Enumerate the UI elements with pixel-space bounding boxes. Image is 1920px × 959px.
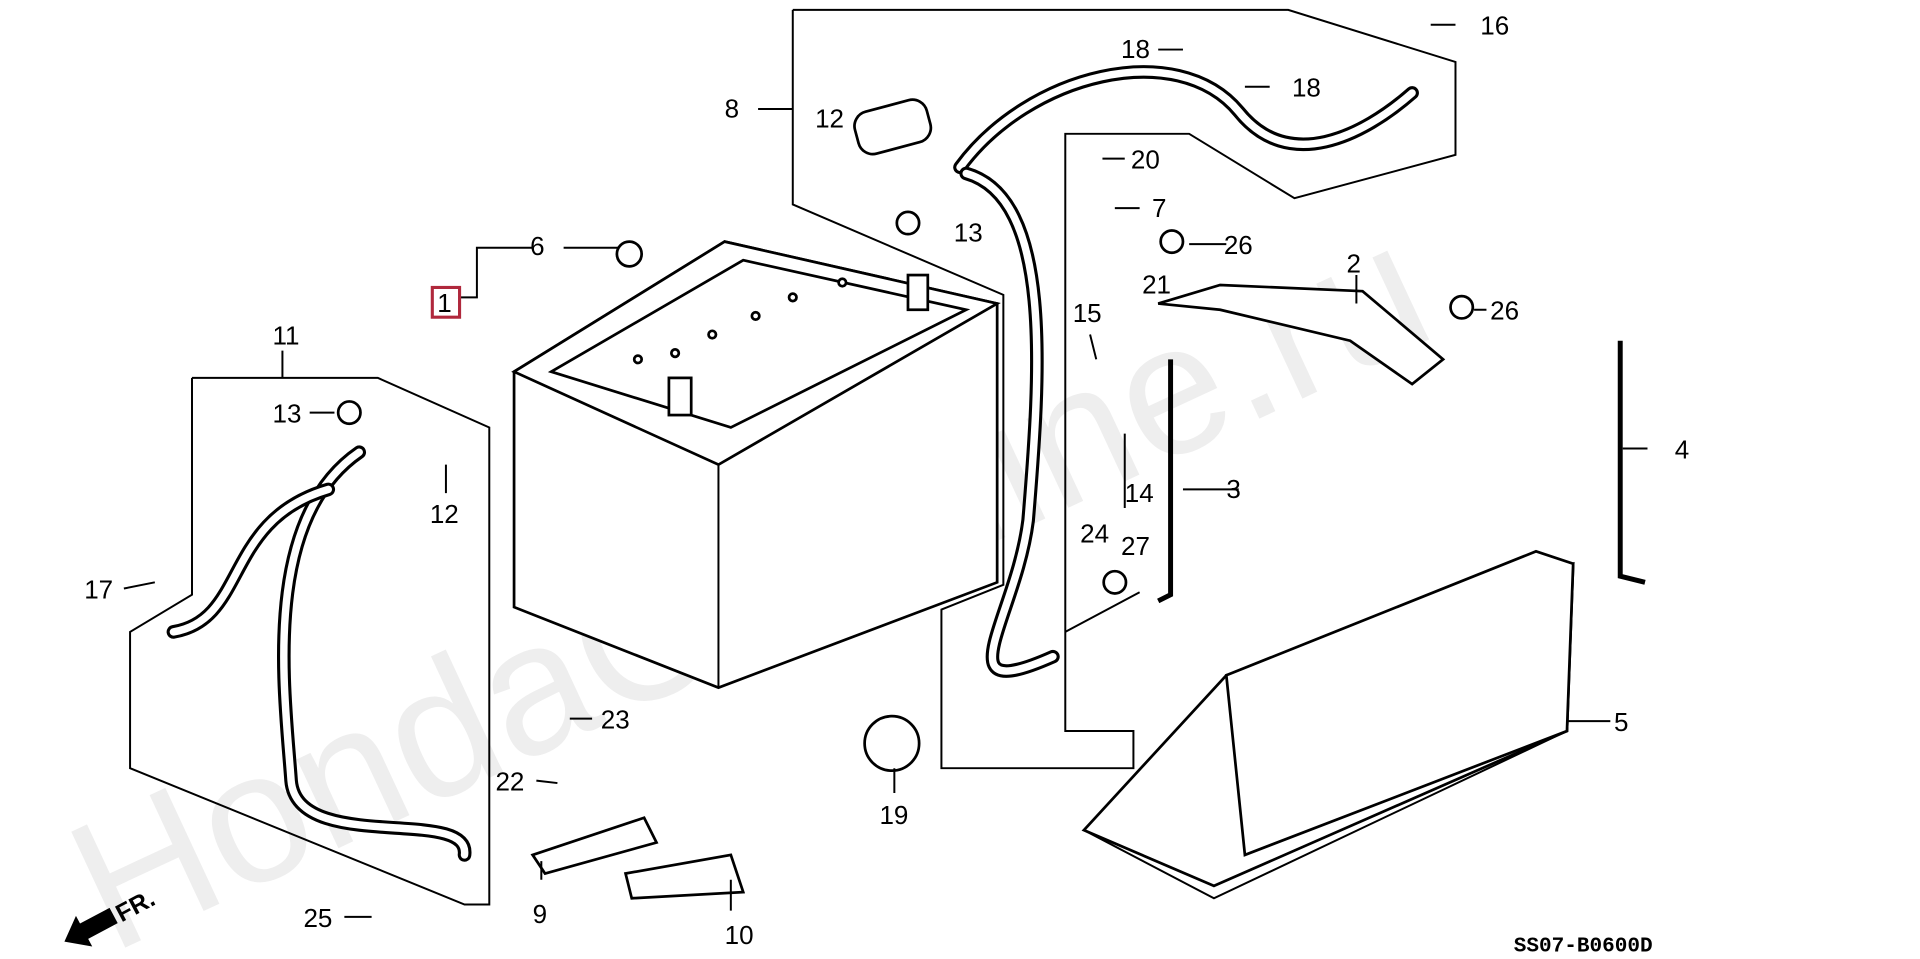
callout-18-right[interactable]: 18 bbox=[1292, 73, 1321, 103]
highlighted-part-1-box bbox=[430, 285, 462, 319]
group-outline-11 bbox=[129, 376, 491, 906]
clamp-10 bbox=[623, 853, 746, 900]
callout-15[interactable]: 15 bbox=[1073, 298, 1102, 328]
callout-16[interactable]: 16 bbox=[1480, 11, 1509, 41]
callout-11[interactable]: 11 bbox=[273, 320, 300, 350]
callout-8[interactable]: 8 bbox=[725, 94, 739, 124]
battery bbox=[511, 240, 1001, 690]
callout-12-left[interactable]: 12 bbox=[430, 499, 459, 529]
front-arrow-icon bbox=[64, 907, 118, 947]
callout-21[interactable]: 21 bbox=[1142, 270, 1171, 300]
nut-26a bbox=[1159, 229, 1185, 255]
callout-6[interactable]: 6 bbox=[530, 231, 544, 261]
diagram-code: SS07-B0600D bbox=[1514, 935, 1653, 959]
hold-down-bracket bbox=[1157, 283, 1446, 386]
callout-26-top[interactable]: 26 bbox=[1224, 230, 1253, 260]
cable-positive bbox=[953, 65, 1419, 175]
rod-4 bbox=[1617, 340, 1646, 585]
callout-20[interactable]: 20 bbox=[1131, 145, 1160, 175]
callout-7[interactable]: 7 bbox=[1152, 193, 1166, 223]
callout-3[interactable]: 3 bbox=[1226, 474, 1240, 504]
callout-26-right[interactable]: 26 bbox=[1490, 296, 1519, 326]
group-outline-8 bbox=[791, 8, 1457, 770]
callout-18-top[interactable]: 18 bbox=[1121, 34, 1150, 64]
rod-3 bbox=[1157, 359, 1174, 604]
callout-13-top[interactable]: 13 bbox=[954, 218, 983, 248]
nut-27 bbox=[1102, 569, 1128, 595]
callout-1[interactable]: 1 bbox=[437, 288, 451, 318]
callout-9[interactable]: 9 bbox=[533, 899, 547, 929]
bracket-9 bbox=[530, 816, 659, 876]
callout-25[interactable]: 25 bbox=[303, 903, 332, 933]
callout-19[interactable]: 19 bbox=[879, 800, 908, 830]
callout-24[interactable]: 24 bbox=[1080, 519, 1109, 549]
callout-14[interactable]: 14 bbox=[1125, 478, 1154, 508]
callout-23[interactable]: 23 bbox=[601, 705, 630, 735]
callout-13-left[interactable]: 13 bbox=[273, 399, 302, 429]
callout-5[interactable]: 5 bbox=[1614, 707, 1628, 737]
callout-4[interactable]: 4 bbox=[1675, 434, 1689, 464]
callout-10[interactable]: 10 bbox=[725, 920, 754, 950]
callout-22[interactable]: 22 bbox=[495, 766, 524, 796]
plug-6 bbox=[615, 240, 644, 268]
callout-12-top[interactable]: 12 bbox=[815, 104, 844, 134]
leader-1 bbox=[460, 246, 533, 299]
nut-13a bbox=[895, 210, 921, 236]
callout-2[interactable]: 2 bbox=[1346, 249, 1360, 279]
clip-19 bbox=[863, 714, 921, 773]
leader-lines bbox=[123, 23, 1648, 918]
battery-tray bbox=[1081, 549, 1575, 900]
callout-17[interactable]: 17 bbox=[84, 574, 113, 604]
nut-26b bbox=[1449, 294, 1475, 320]
terminal-cover bbox=[853, 98, 933, 156]
nut-13b bbox=[336, 400, 362, 426]
callout-27[interactable]: 27 bbox=[1121, 531, 1150, 561]
